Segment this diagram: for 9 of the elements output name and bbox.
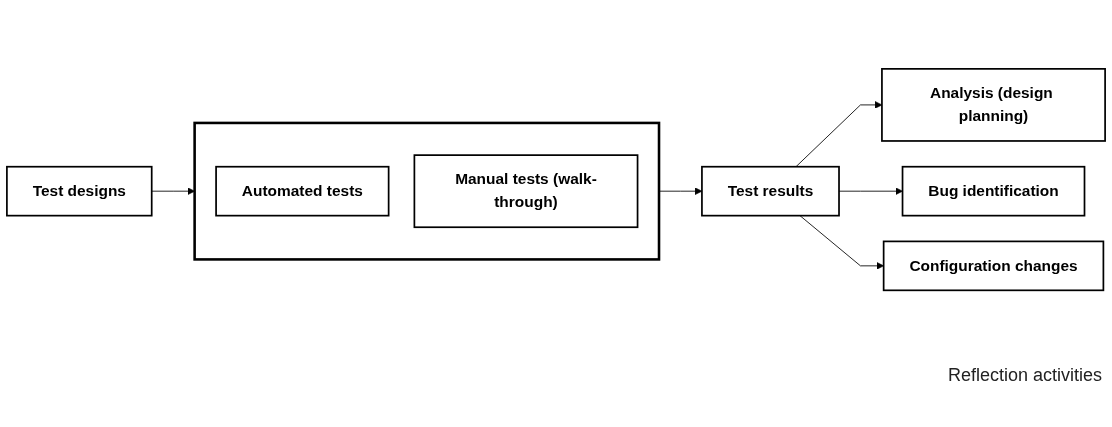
node-box: Test results [701,166,840,217]
node-box: Analysis (design planning) [881,68,1106,143]
cluster [193,122,661,262]
group-note: Reflection activities [947,365,1102,386]
node-box: Manual tests (walk-through) [413,154,639,229]
node-box: Configuration changes [882,240,1105,292]
node-box: Bug identification [901,166,1086,217]
node-box: Automated tests [215,166,390,217]
node-box: Test designs [6,166,153,217]
